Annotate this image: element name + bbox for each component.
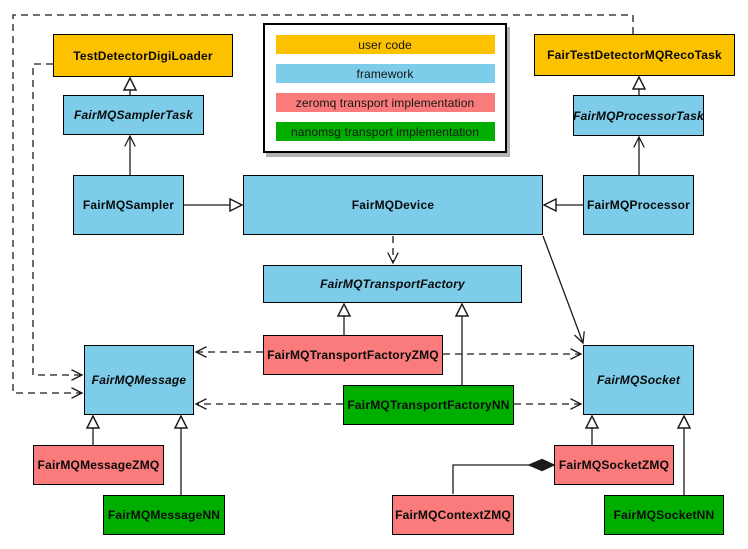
node-fairmqtransportfactoryzmq: FairMQTransportFactoryZMQ <box>263 335 443 375</box>
node-fairmqsocketnn: FairMQSocketNN <box>604 495 724 535</box>
edge-socketzmq-to-contextzmq <box>452 464 529 494</box>
node-fairmqmessagezmq: FairMQMessageZMQ <box>33 445 164 485</box>
node-fairmqdevice: FairMQDevice <box>243 175 543 235</box>
node-fairmqmessage: FairMQMessage <box>84 345 194 415</box>
legend-item-nanomsg: nanomsg transport implementation <box>275 122 495 141</box>
edge-device-to-socket <box>542 235 585 345</box>
node-fairtestdetectormqrecotask: FairTestDetectorMQRecoTask <box>534 34 735 76</box>
node-fairmqtransportfactory: FairMQTransportFactory <box>263 265 522 303</box>
node-fairmqsampler: FairMQSampler <box>73 175 184 235</box>
node-fairmqsamplertask: FairMQSamplerTask <box>63 95 204 135</box>
node-fairmqcontextzmq: FairMQContextZMQ <box>392 495 514 535</box>
legend: user code framework zeromq transport imp… <box>263 23 507 153</box>
node-fairmqprocessor: FairMQProcessor <box>583 175 694 235</box>
composition-diamond <box>527 458 556 472</box>
node-fairmqprocessortask: FairMQProcessorTask <box>573 95 704 136</box>
node-fairmqmessagenn: FairMQMessageNN <box>103 495 225 535</box>
legend-item-user-code: user code <box>275 35 495 54</box>
node-testdetectordigiloader: TestDetectorDigiLoader <box>53 34 233 77</box>
edge-recotask-to-message <box>12 14 634 399</box>
legend-item-zeromq: zeromq transport implementation <box>275 93 495 112</box>
node-fairmqsocket: FairMQSocket <box>583 345 694 415</box>
node-fairmqsocketzmq: FairMQSocketZMQ <box>554 445 674 485</box>
node-fairmqtransportfactorynn: FairMQTransportFactoryNN <box>343 385 514 425</box>
legend-item-framework: framework <box>275 64 495 83</box>
